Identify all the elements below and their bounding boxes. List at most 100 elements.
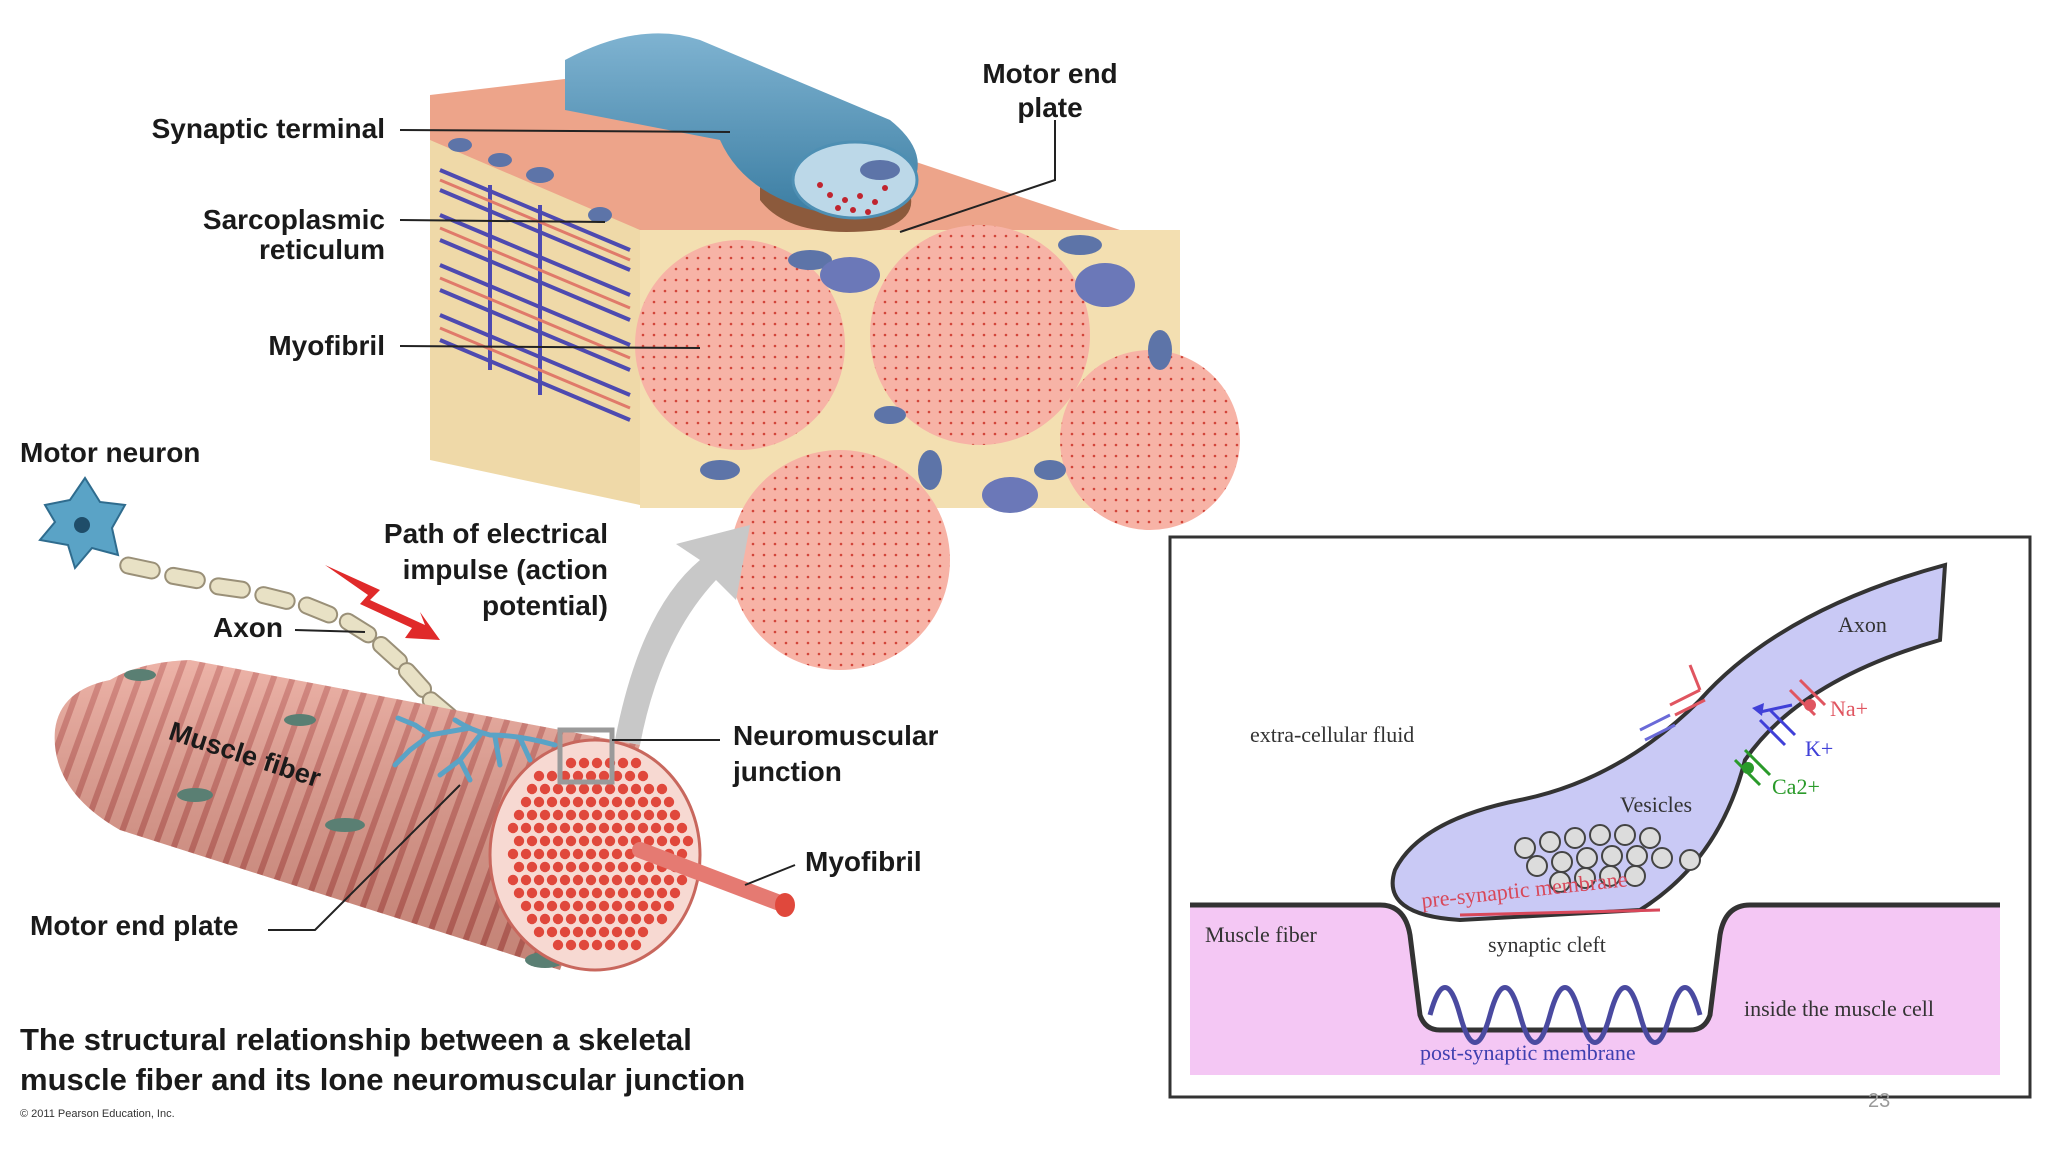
myofibril-dot: [630, 809, 642, 821]
myofibril-dot: [552, 939, 564, 951]
zoom-arrow: [615, 525, 750, 745]
myofibril-dot: [507, 848, 519, 860]
myofibril-dot: [643, 809, 655, 821]
myofibril-dot: [565, 809, 577, 821]
myofibril-dot: [526, 835, 538, 847]
myofibril-dot: [617, 757, 629, 769]
myofibril-dot: [585, 874, 597, 886]
myofibril-dot: [669, 887, 681, 899]
myofibril-dot: [565, 783, 577, 795]
myofibril-dot: [643, 913, 655, 925]
myofibril-dot: [643, 835, 655, 847]
myofibril-dot: [559, 926, 571, 938]
myofibril-dot: [617, 861, 629, 873]
label-sarcoplasmic-line2: reticulum: [258, 234, 385, 265]
myofibril-cross-sections: [635, 225, 1240, 670]
myofibril-dot: [663, 796, 675, 808]
myofibril-dot: [578, 835, 590, 847]
myofibril-dot: [598, 900, 610, 912]
myofibril-dot: [604, 835, 616, 847]
myofibril-dot: [598, 770, 610, 782]
muscle-cell-region: [1190, 905, 2000, 1075]
myofibril-dot: [559, 822, 571, 834]
caption-line-2: muscle fiber and its lone neuromuscular …: [20, 1062, 746, 1097]
muscle-block-zoom: [430, 33, 1240, 670]
myofibril-dot: [611, 796, 623, 808]
myofibril-dot: [637, 874, 649, 886]
myofibril-dot: [630, 861, 642, 873]
post-synaptic-outline: [1190, 902, 2000, 1033]
myofibril-dot: [637, 796, 649, 808]
myofibril-dot: [513, 887, 525, 899]
myofibril-dot: [565, 939, 577, 951]
myofibril-dot: [507, 874, 519, 886]
myofibril-dot: [585, 796, 597, 808]
myofibril-dot: [585, 900, 597, 912]
myofibril-dot: [565, 887, 577, 899]
label-nmj-line2: junction: [733, 756, 842, 787]
myofibril-rod: [632, 842, 793, 913]
label-axon: Axon: [213, 612, 283, 643]
myofibril-dot: [591, 913, 603, 925]
myofibril-dot: [526, 783, 538, 795]
myofibril-dot: [533, 900, 545, 912]
myofibril-dot: [617, 783, 629, 795]
myofibril-dot: [565, 913, 577, 925]
myofibril-dot: [604, 913, 616, 925]
label-motor-neuron: Motor neuron: [20, 437, 201, 468]
myofibril-dot: [526, 887, 538, 899]
myofibril-dot: [650, 796, 662, 808]
axon-terminal: [1390, 562, 1948, 923]
myofibril-dot: [637, 770, 649, 782]
label-motor-end-plate-bottom: Motor end plate: [30, 910, 239, 941]
myofibril-dot: [598, 796, 610, 808]
myofibril-dot: [520, 822, 532, 834]
myofibril-dot: [617, 939, 629, 951]
myofibril-dot: [578, 887, 590, 899]
myofibril-dot: [669, 835, 681, 847]
myofibril-dot: [643, 783, 655, 795]
myofibril-dot: [630, 939, 642, 951]
label-synaptic-cleft: synaptic cleft: [1488, 932, 1606, 957]
myofibril-dot: [572, 874, 584, 886]
label-synaptic-terminal: Synaptic terminal: [151, 113, 385, 144]
label-path-line3: potential): [482, 590, 608, 621]
myofibril-dot: [565, 861, 577, 873]
myofibril-dot: [546, 796, 558, 808]
label-path-line1: Path of electrical: [383, 518, 608, 549]
myofibril-dot: [617, 809, 629, 821]
myofibril-dot: [656, 809, 668, 821]
synapse-panel: [1168, 535, 2032, 1099]
figure-caption: The structural relationship between a sk…: [20, 1020, 745, 1100]
myofibril-dot: [552, 809, 564, 821]
myofibril-dot: [513, 835, 525, 847]
myofibril-dot: [650, 822, 662, 834]
myofibril-dot: [572, 848, 584, 860]
myofibril-dot: [643, 887, 655, 899]
myofibril-dot: [663, 874, 675, 886]
myofibril-dot: [598, 822, 610, 834]
myofibril-dot: [604, 783, 616, 795]
myofibril-dot: [676, 874, 688, 886]
myofibril-dot: [533, 874, 545, 886]
label-vesicles: Vesicles: [1620, 792, 1693, 817]
myofibril-dot: [565, 757, 577, 769]
myofibril-dot: [585, 822, 597, 834]
myofibril-dot: [611, 822, 623, 834]
myofibril-dot: [637, 926, 649, 938]
myofibril-dot: [656, 887, 668, 899]
myofibril-dot: [559, 848, 571, 860]
vesicle-cluster: [1514, 824, 1701, 893]
label-postsynaptic-membrane: post-synaptic membrane: [1420, 1040, 1636, 1065]
myofibril-dot: [617, 913, 629, 925]
myofibril-dot: [546, 770, 558, 782]
myofibril-dot: [520, 796, 532, 808]
myofibril-dot: [663, 822, 675, 834]
motor-end-plate-branches: [392, 715, 558, 783]
myofibril-dot: [591, 783, 603, 795]
myofibril-dot: [598, 848, 610, 860]
myofibril-dot: [520, 848, 532, 860]
myofibril-dot: [578, 939, 590, 951]
sarcoplasmic-reticulum-mesh: [439, 168, 631, 422]
